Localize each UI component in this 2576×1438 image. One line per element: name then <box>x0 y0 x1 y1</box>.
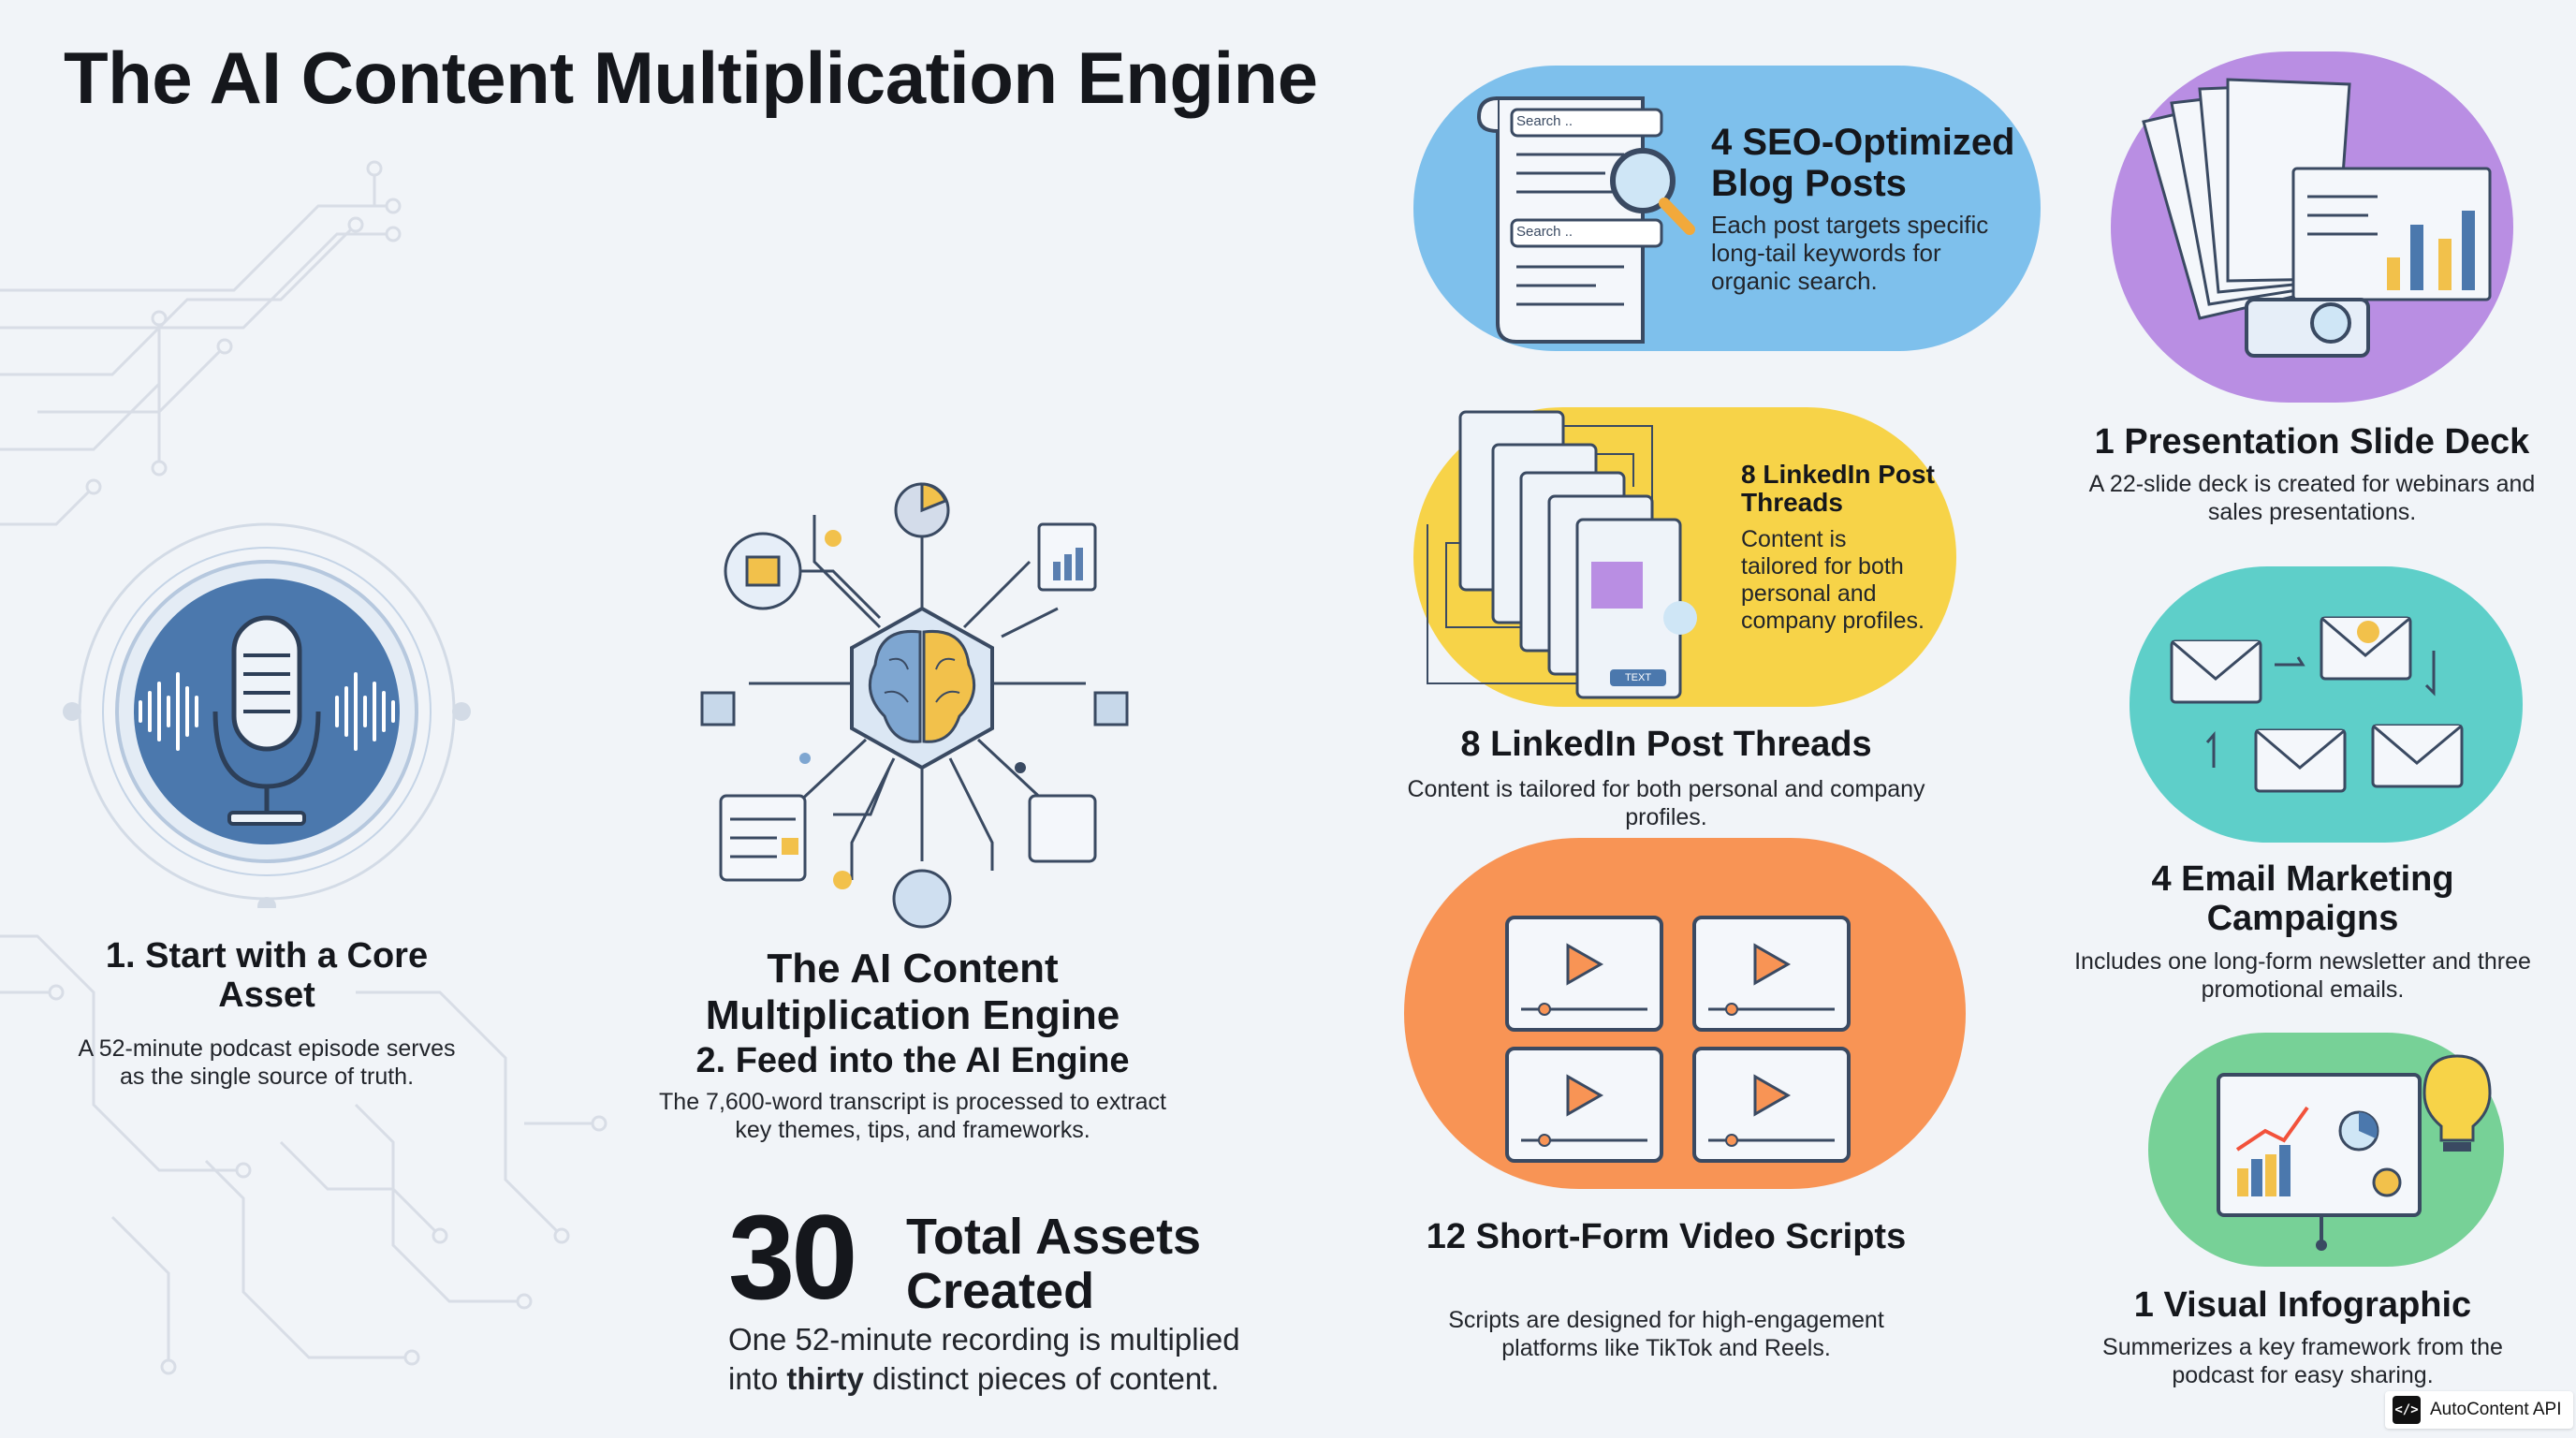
total-text-bold: thirty <box>786 1361 864 1396</box>
total-text-after: distinct pieces of content. <box>863 1361 1220 1396</box>
total-text: One 52-minute recording is multiplied in… <box>728 1320 1290 1399</box>
badge-label: AutoContent API <box>2430 1400 2562 1419</box>
linkedin-panel <box>1413 407 1956 707</box>
linkedin-inner-heading: 8 LinkedIn Post Threads <box>1741 460 1935 517</box>
brain-hub-icon <box>700 482 1129 929</box>
microphone-icon <box>63 522 471 908</box>
code-icon: </> <box>2393 1396 2421 1424</box>
slide-deck-panel <box>2111 51 2513 403</box>
circuit-background <box>0 160 607 1375</box>
video-heading: 12 Short-Form Video Scripts <box>1426 1217 1907 1256</box>
linkedin-heading: 8 LinkedIn Post Threads <box>1460 725 1872 764</box>
autocontent-badge[interactable]: </> AutoContent API <box>2385 1391 2573 1429</box>
step1-text: A 52-minute podcast episode serves as th… <box>78 1035 456 1090</box>
video-panel <box>1404 838 1966 1189</box>
linkedin-text: Content is tailored for both personal an… <box>1407 776 1925 830</box>
linkedin-card-button: TEXT <box>1624 672 1652 683</box>
step2-heading: 2. Feed into the AI Engine <box>695 1041 1130 1080</box>
infographic-heading: 1 Visual Infographic <box>2133 1285 2472 1325</box>
blog-search-label-2: Search .. <box>1516 224 1573 240</box>
total-number: 30 <box>728 1191 857 1325</box>
email-heading: 4 Email Marketing Campaigns <box>2151 859 2454 938</box>
step1-heading: 1. Start with a Core Asset <box>105 936 429 1015</box>
video-text: Scripts are designed for high-engagement… <box>1448 1307 1884 1361</box>
blog-posts-panel <box>1413 66 2041 351</box>
email-text: Includes one long-form newsletter and th… <box>2074 948 2531 1003</box>
page-title: The AI Content Multiplication Engine <box>64 37 1318 119</box>
infographic-panel <box>2148 1033 2504 1267</box>
blog-search-label-1: Search .. <box>1516 113 1573 129</box>
blog-heading: 4 SEO-Optimized Blog Posts <box>1711 122 2015 204</box>
infographic-text: Summerizes a key framework from the podc… <box>2102 1334 2503 1388</box>
email-panel <box>2130 566 2523 843</box>
engine-title: The AI Content Multiplication Engine <box>705 946 1120 1038</box>
deck-text: A 22-slide deck is created for webinars … <box>2088 471 2536 525</box>
step2-text: The 7,600-word transcript is processed t… <box>659 1089 1166 1143</box>
total-label: Total Assets Created <box>906 1209 1202 1319</box>
blog-text: Each post targets specific long-tail key… <box>1711 211 1989 295</box>
total-text-before: One 52-minute recording is multiplied in… <box>728 1322 1240 1396</box>
deck-heading: 1 Presentation Slide Deck <box>2094 422 2530 462</box>
linkedin-inner-text: Content is tailored for both personal an… <box>1741 526 1925 634</box>
